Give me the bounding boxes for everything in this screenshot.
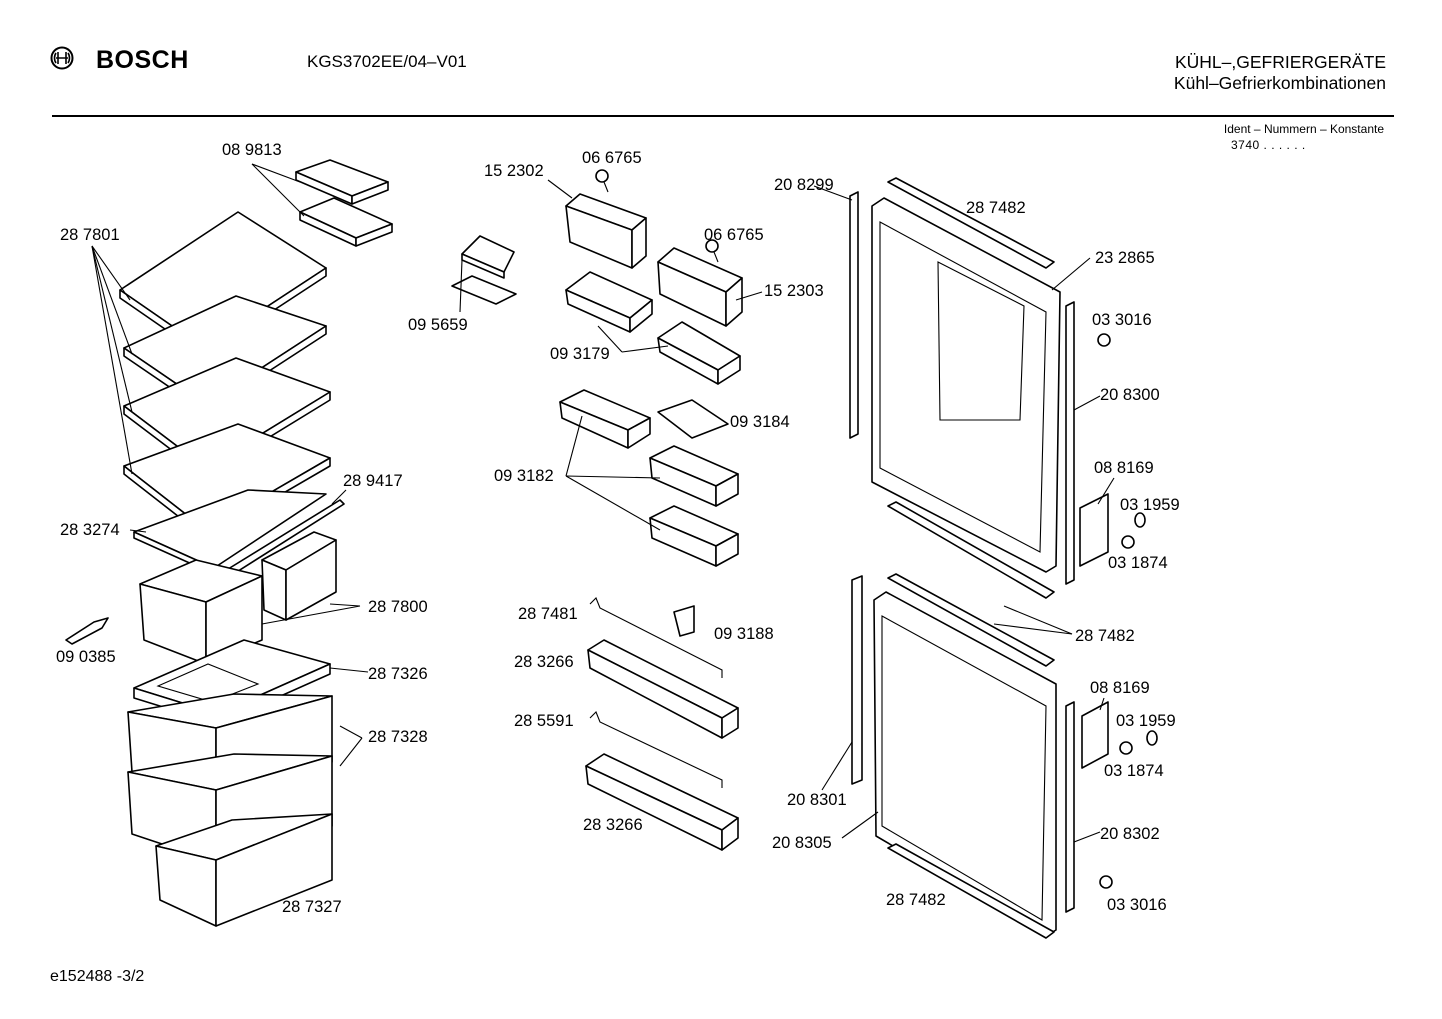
part-label: 28 7800 (368, 598, 428, 616)
top-trim-upper (887, 177, 1055, 269)
part-label: 09 0385 (56, 648, 116, 666)
ident-label: Ident – Nummern – Konstante (1223, 122, 1384, 136)
leader-lines (91, 163, 1115, 843)
part-label: 06 6765 (704, 226, 764, 244)
part-label: 28 7801 (60, 226, 120, 244)
hinge-bracket-upper (1079, 493, 1109, 567)
part-label: 08 8169 (1094, 459, 1154, 477)
page-subtitle: Kühl–Gefrierkombinationen (1173, 73, 1386, 93)
butter-compartment-door-1 (565, 193, 647, 269)
part-label: 08 8169 (1090, 679, 1150, 697)
part-label: 09 3179 (550, 345, 610, 363)
drawing-id: e152488 -3/2 (50, 968, 145, 985)
part-label: 28 9417 (343, 472, 403, 490)
part-label: 15 2303 (764, 282, 824, 300)
part-label: 20 8300 (1100, 386, 1160, 404)
part-label: 28 7482 (1075, 627, 1135, 645)
fridge-door (871, 197, 1061, 573)
hinge-strip-lower (851, 575, 863, 785)
hinge-bracket-lower (1081, 701, 1109, 769)
part-label: 28 7327 (282, 898, 342, 916)
ice-cube-tray-lower (299, 197, 393, 247)
page-title: KÜHL–,GEFRIERGERÄTE (1174, 52, 1386, 72)
part-label: 20 8302 (1100, 825, 1160, 843)
door-bin-middle (649, 445, 739, 507)
part-label: 09 3188 (714, 625, 774, 643)
door-bin-lower (649, 505, 739, 567)
part-label: 15 2302 (484, 162, 544, 180)
part-label: 03 3016 (1107, 896, 1167, 914)
bottle-clip (673, 605, 695, 637)
small-bin-2 (657, 321, 741, 385)
vegetable-bin-right (261, 531, 337, 621)
ice-scraper (65, 617, 109, 645)
part-label: 09 3184 (730, 413, 790, 431)
bottom-trim-upper (887, 501, 1055, 599)
part-label: 28 3266 (514, 653, 574, 671)
bosch-armature-icon (50, 46, 74, 75)
ice-cube-tray-upper (295, 159, 389, 205)
hinge-strip-upper (849, 191, 859, 439)
part-label: 28 7482 (966, 199, 1026, 217)
egg-tray (657, 399, 729, 439)
hinge-screw-2 (705, 239, 719, 263)
part-label: 28 7328 (368, 728, 428, 746)
hinge-screw-upper (1097, 333, 1146, 549)
part-label: 03 3016 (1092, 311, 1152, 329)
part-label: 03 1874 (1108, 554, 1168, 572)
door-bin-upper (559, 389, 651, 449)
butter-compartment-door-2 (657, 247, 743, 327)
door-seal-strip-right-lower (1065, 701, 1075, 913)
small-bin-1 (565, 271, 653, 333)
brand-name: BOSCH (96, 46, 189, 74)
part-label: 03 1874 (1104, 762, 1164, 780)
part-label: 06 6765 (582, 149, 642, 167)
part-label: 28 3266 (583, 816, 643, 834)
part-label: 28 7482 (886, 891, 946, 909)
part-label: 20 8301 (787, 791, 847, 809)
part-label: 28 3274 (60, 521, 120, 539)
top-trim-lower (887, 573, 1055, 667)
header-divider (52, 115, 1394, 117)
part-label: 08 9813 (222, 141, 282, 159)
brand-header: BOSCH (50, 46, 189, 75)
part-label: 09 3182 (494, 467, 554, 485)
part-label: 20 8299 (774, 176, 834, 194)
part-label: 20 8305 (772, 834, 832, 852)
bottle-retainer-upper (589, 597, 723, 678)
bottom-trim-lower (887, 843, 1055, 939)
part-label: 28 5591 (514, 712, 574, 730)
part-label: 03 1959 (1120, 496, 1180, 514)
part-label: 23 2865 (1095, 249, 1155, 267)
part-label: 28 7326 (368, 665, 428, 683)
bottle-retainer-lower (589, 711, 723, 788)
part-labels: 08 9813 28 7801 09 5659 15 2302 06 6765 … (56, 141, 1180, 916)
bottle-shelf-upper (587, 639, 739, 739)
hinge-screw-lower (1099, 730, 1158, 889)
bottle-shelf-lower (585, 753, 739, 851)
freezer-drawer-3 (155, 813, 333, 927)
door-seal-strip-right-upper (1065, 301, 1075, 585)
part-label: 09 5659 (408, 316, 468, 334)
part-label: 28 7481 (518, 605, 578, 623)
model-number: KGS3702EE/04–V01 (307, 52, 467, 71)
butter-tray (451, 235, 517, 305)
ident-value: 3740 . . . . . . (1231, 138, 1306, 152)
hinge-screw-1 (595, 169, 609, 193)
part-label: 03 1959 (1116, 712, 1176, 730)
freezer-door (873, 591, 1057, 937)
